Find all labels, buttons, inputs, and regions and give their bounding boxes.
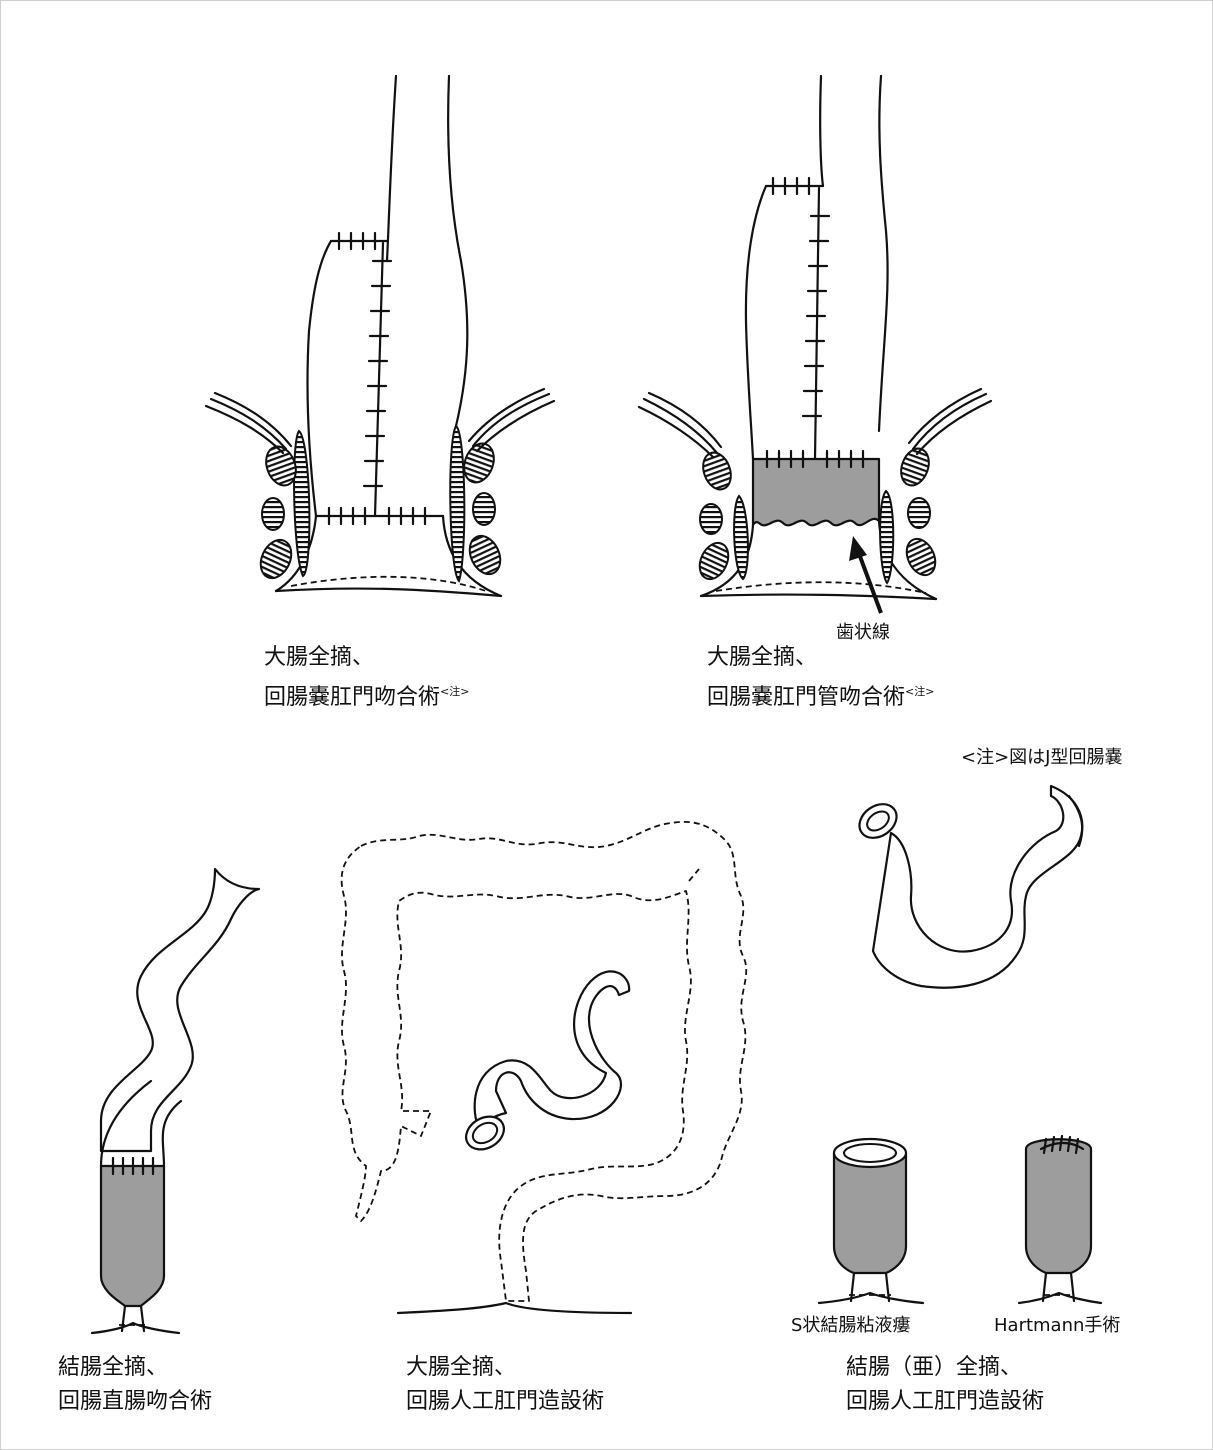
subtotal-caption-line1: 結腸（亜）全摘、: [846, 1351, 1044, 1385]
ipaa-caption-line2: 回腸嚢肛門吻合術<注>: [264, 675, 469, 715]
note-marker: <注>: [905, 685, 934, 698]
ipaa-caption-line1: 大腸全摘、: [264, 641, 469, 675]
ipaca-caption-line2: 回腸嚢肛門管吻合術<注>: [707, 675, 934, 715]
hartmann-label: Hartmann手術: [994, 1309, 1120, 1343]
ira-caption: 結腸全摘、 回腸直腸吻合術: [58, 1351, 212, 1419]
ipaca-illustration: [639, 76, 991, 613]
subtotal-caption-line2: 回腸人工肛門造設術: [846, 1385, 1044, 1419]
ipaa-caption: 大腸全摘、 回腸嚢肛門吻合術<注>: [264, 641, 469, 715]
ira-caption-line1: 結腸全摘、: [58, 1351, 212, 1385]
ileostomy-caption-line2: 回腸人工肛門造設術: [406, 1385, 604, 1419]
ira-caption-line2: 回腸直腸吻合術: [58, 1385, 212, 1419]
ipaa-illustration: [206, 76, 554, 596]
ipaca-caption-line1: 大腸全摘、: [707, 641, 934, 675]
ileostomy-illustration: [342, 822, 747, 1313]
note-text: <注>図はJ型回腸嚢: [961, 741, 1122, 775]
subtotal-illustration: [819, 786, 1101, 1303]
ileostomy-caption: 大腸全摘、 回腸人工肛門造設術: [406, 1351, 604, 1419]
note-marker: <注>: [440, 685, 469, 698]
subtotal-caption: 結腸（亜）全摘、 回腸人工肛門造設術: [846, 1351, 1044, 1419]
mucous-fistula-label: S状結腸粘液瘻: [791, 1309, 910, 1343]
ileostomy-caption-line1: 大腸全摘、: [406, 1351, 604, 1385]
ipaca-caption: 大腸全摘、 回腸嚢肛門管吻合術<注>: [707, 641, 934, 715]
ira-illustration: [92, 869, 259, 1333]
